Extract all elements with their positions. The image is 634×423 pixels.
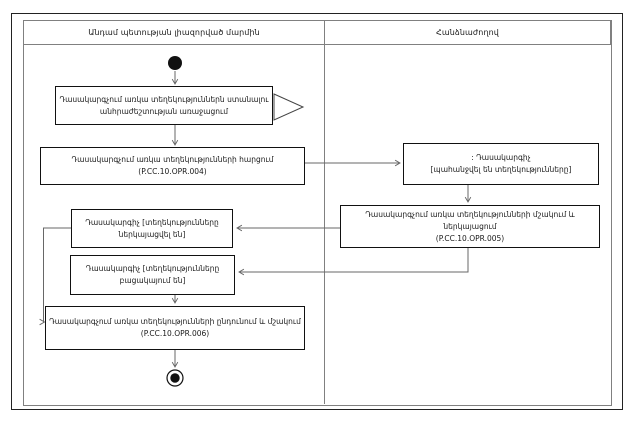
action-receive-process-info: Դասակարգչում առկա տեղեկությունների ընդու… [45, 306, 305, 350]
action-request-info: Դասակարգչում առկա տեղեկությունների հարցո… [40, 147, 305, 185]
swimlane-header-authorized-body: Անդամ պետության լիազորված մարմին [23, 20, 325, 45]
action-need-arises: Դասակարգչում առկա տեղեկություններն ստանա… [55, 86, 273, 125]
swimlane-divider [324, 20, 325, 404]
action-process-present-info: Դասակարգչում առկա տեղեկությունների մշակո… [340, 205, 600, 248]
lane-title: Անդամ պետության լիազորված մարմին [88, 28, 260, 37]
object-classifier-info-absent: Դասակարգիչ [տեղեկությունները բացակայում … [70, 255, 235, 295]
object-classifier-requested: : Դասակարգիչ [պահանջվել են տեղեկությունն… [403, 143, 599, 185]
lane-title: Հանձնաժողով [436, 28, 499, 37]
outer-border [11, 13, 623, 410]
object-classifier-info-presented: Դասակարգիչ [տեղեկությունները ներկայացվել… [71, 209, 233, 248]
swimlane-header-commission: Հանձնաժողով [324, 20, 611, 45]
